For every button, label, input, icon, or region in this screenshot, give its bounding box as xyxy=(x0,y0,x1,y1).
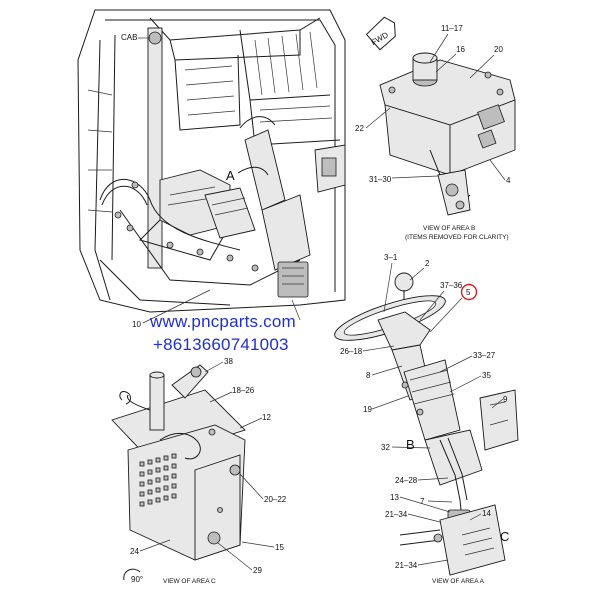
callout-37-36: 37–36 xyxy=(440,281,463,290)
watermark-phone: +8613660741003 xyxy=(153,335,289,354)
callout-21-34-top: 21–34 xyxy=(385,510,408,519)
callout-2: 2 xyxy=(425,259,430,268)
area-b-view xyxy=(379,52,516,216)
callout-24: 24 xyxy=(130,547,139,556)
area-letter-b: B xyxy=(406,437,415,452)
steering-column-assembly xyxy=(334,272,519,576)
area-letter-c: C xyxy=(500,529,509,544)
view-area-b-subtitle: (ITEMS REMOVED FOR CLARITY) xyxy=(405,234,509,241)
callout-20-22: 20–22 xyxy=(264,495,287,504)
area-letter-a: A xyxy=(226,168,235,183)
callout-3-1: 3–1 xyxy=(384,253,398,262)
view-area-b-title: VIEW OF AREA B xyxy=(423,225,475,232)
callout-29: 29 xyxy=(253,566,262,575)
callout-20: 20 xyxy=(494,45,503,54)
callout-16: 16 xyxy=(456,45,465,54)
callout-12: 12 xyxy=(262,413,271,422)
callout-32: 32 xyxy=(381,443,390,452)
callout-22: 22 xyxy=(355,124,364,133)
highlight-circle xyxy=(460,283,478,301)
callout-24-28: 24–28 xyxy=(395,476,418,485)
callout-21-34-bottom: 21–34 xyxy=(395,561,418,570)
callout-15: 15 xyxy=(275,543,284,552)
label-fwd: FWD xyxy=(370,30,390,47)
area-c-view xyxy=(111,364,246,561)
callout-33-27: 33–27 xyxy=(473,351,496,360)
callout-4: 4 xyxy=(506,176,511,185)
view-area-c-title: VIEW OF AREA C xyxy=(163,578,216,585)
label-cab: CAB xyxy=(121,33,137,42)
view-area-a-title: VIEW OF AREA A xyxy=(432,578,485,585)
callout-13: 13 xyxy=(390,493,399,502)
callout-11-17: 11–17 xyxy=(441,24,463,33)
callout-38: 38 xyxy=(224,357,233,366)
watermark-website: www.pncparts.com xyxy=(150,312,296,331)
callout-5: 5 xyxy=(466,288,471,297)
callout-35: 35 xyxy=(482,371,491,380)
rotation-arrow-icon xyxy=(123,568,141,581)
label-rotation-90: 90° xyxy=(131,575,143,584)
callout-9: 9 xyxy=(503,395,508,404)
callout-10: 10 xyxy=(132,320,141,329)
callout-14: 14 xyxy=(482,509,491,518)
callout-7: 7 xyxy=(420,497,425,506)
callout-8: 8 xyxy=(366,371,371,380)
callout-31-30: 31–30 xyxy=(369,175,392,184)
cab-illustration xyxy=(77,9,346,313)
callout-18-26: 18–26 xyxy=(232,386,255,395)
callout-26-18: 26–18 xyxy=(340,347,363,356)
forward-arrow-icon xyxy=(365,16,396,51)
callout-19: 19 xyxy=(363,405,372,414)
grille xyxy=(139,453,177,507)
